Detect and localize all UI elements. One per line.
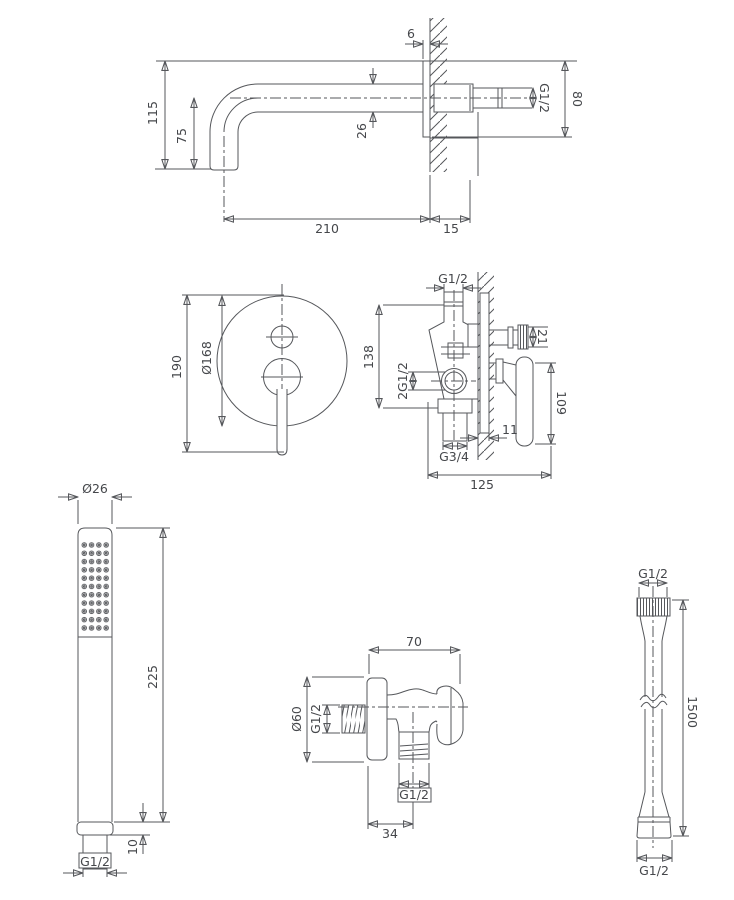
dim-label-mixer-plate: Ø168 (199, 341, 214, 375)
mixer-lever (276, 389, 288, 456)
spout-outline (209, 60, 532, 222)
mixer-side-dimensions (379, 284, 556, 479)
elbow-dimensions (307, 650, 461, 829)
elbow-arm-top (386, 688, 438, 696)
mixer-side-handle (515, 356, 534, 447)
dim-label-spout-drop: 75 (174, 128, 189, 144)
dim-label-elbow-outlet: G1/2 (399, 787, 429, 802)
dim-label-elbow-offset: 34 (382, 826, 398, 841)
dim-label-mixer-side-outlets: 2G1/2 (395, 362, 410, 400)
mixer-front-drawing: 190 Ø168 (169, 284, 348, 458)
dim-label-handshower-thread: G1/2 (80, 854, 110, 869)
handshower-nut (76, 821, 114, 836)
dim-label-spout-offset: 6 (407, 26, 415, 41)
dim-label-elbow-inlet: G1/2 (308, 704, 323, 734)
dim-label-mixer-handle-drop: 109 (554, 391, 569, 415)
hose-break-mark (639, 693, 667, 702)
dim-label-mixer-outlet-stub: 21 (535, 329, 550, 345)
mixer-side-plate (479, 292, 490, 434)
spray-face-nozzles (80, 540, 110, 633)
hose-outline (636, 586, 672, 848)
dim-label-handshower-length: 225 (145, 665, 160, 689)
spout-drawing: 6 115 75 26 G1/2 80 210 15 (145, 18, 585, 236)
dim-label-spout-wall: 15 (443, 221, 459, 236)
dim-label-elbow-depth: 70 (406, 634, 422, 649)
handshower-drawing: Ø26 225 10 G1/2 (58, 481, 170, 877)
dim-label-spout-height: 115 (145, 101, 160, 125)
hose-dimensions (636, 583, 689, 862)
dim-label-mixer-plate-offset: 11 (502, 422, 518, 437)
mixer-front-outline (216, 284, 348, 458)
mixer-front-dimensions (182, 294, 284, 453)
dim-label-mixer-inlet: G1/2 (438, 271, 468, 286)
dim-label-spout-tube: 26 (354, 123, 369, 139)
dim-label-mixer-body-height: 138 (361, 345, 376, 369)
elbow-outlet-nut (398, 731, 430, 760)
dim-label-spout-thread: G1/2 (537, 83, 552, 113)
elbow-drawing: 70 Ø60 G1/2 G1/2 34 (289, 634, 468, 841)
dim-label-mixer-height: 190 (169, 355, 184, 379)
handshower-thread-stub (82, 835, 108, 870)
mixer-side-drawing: G1/2 138 21 2G1/2 G3/4 11 109 125 (361, 271, 569, 492)
dim-label-spout-reach: 210 (315, 221, 339, 236)
dim-label-hose-length: 1500 (685, 696, 700, 728)
spout-dimensions (155, 40, 577, 223)
elbow-outline (338, 677, 468, 800)
handshower-dimensions (58, 497, 170, 877)
elbow-inlet-stub (341, 704, 366, 734)
hose-drawing: G1/2 1500 G1/2 (636, 566, 700, 878)
elbow-arm-bottom-right (428, 720, 438, 733)
dim-label-handshower-dia: Ø26 (82, 481, 108, 496)
hose-top-nut (636, 597, 671, 617)
dim-label-mixer-bottom-thread: G3/4 (439, 449, 469, 464)
dim-label-hose-top-thread: G1/2 (638, 566, 668, 581)
hose-bottom-cone (636, 821, 672, 839)
dim-label-hose-bottom-thread: G1/2 (639, 863, 669, 878)
elbow-arm-bottom-left (387, 718, 400, 733)
handshower-outline (76, 527, 114, 870)
elbow-hook-knob (436, 685, 464, 746)
dim-label-handshower-nut: 10 (125, 839, 140, 855)
dim-label-mixer-depth: 125 (470, 477, 494, 492)
elbow-plate (366, 677, 388, 761)
dim-label-elbow-plate: Ø60 (289, 706, 304, 732)
dim-label-spout-embed: 80 (570, 91, 585, 107)
